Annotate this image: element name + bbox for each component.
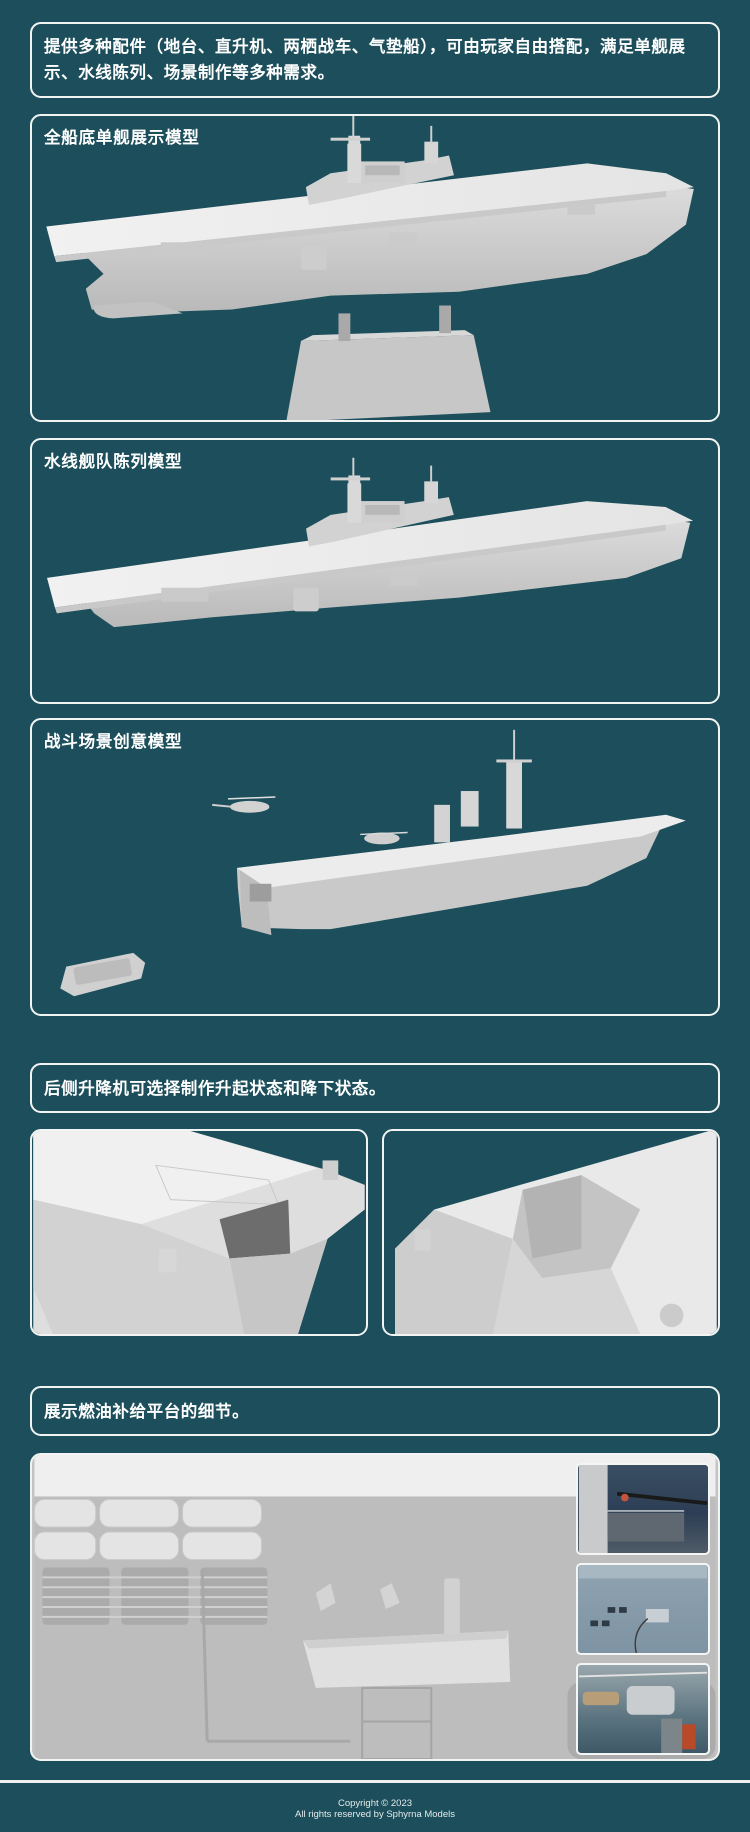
refuel-photo-3: [576, 1663, 710, 1755]
battle-scene-image: [60, 729, 686, 997]
intro-text: 提供多种配件（地台、直升机、两栖战车、气垫船），可由玩家自由搭配，满足单舰展示、…: [44, 37, 686, 82]
panel-battle-scene: 战斗场景创意模型: [30, 718, 720, 1016]
ship-waterline-image: [47, 457, 694, 628]
panel-title: 战斗场景创意模型: [44, 732, 183, 751]
refuel-caption: 展示燃油补给平台的细节。: [44, 1402, 250, 1421]
elevator-caption-box: 后侧升降机可选择制作升起状态和降下状态。: [30, 1063, 720, 1113]
panel-full-hull: 全船底单舰展示模型: [30, 114, 720, 422]
panel-title: 全船底单舰展示模型: [44, 128, 200, 147]
elevator-lowered-image: [382, 1129, 720, 1336]
footer-divider: [0, 1780, 750, 1783]
footer: Copyright © 2023 All rights reserved by …: [0, 1798, 750, 1820]
refuel-photo-1: [576, 1463, 710, 1555]
intro-box: 提供多种配件（地台、直升机、两栖战车、气垫船），可由玩家自由搭配，满足单舰展示、…: [30, 22, 720, 98]
copyright-line: Copyright © 2023: [337, 1798, 413, 1809]
ship-full-hull-image: [46, 116, 694, 420]
elevator-caption: 后侧升降机可选择制作升起状态和降下状态。: [44, 1079, 386, 1098]
hovercraft-icon: [60, 952, 146, 997]
panel-waterline: 水线舰队陈列模型: [30, 438, 720, 704]
rights-line: All rights reserved by Sphyrna Models: [295, 1809, 455, 1820]
refuel-caption-box: 展示燃油补给平台的细节。: [30, 1386, 720, 1436]
elevator-lowered-render: [385, 1131, 717, 1334]
elevator-raised-image: [30, 1129, 368, 1336]
elevator-raised-render: [33, 1131, 365, 1334]
refuel-photo-2: [576, 1563, 710, 1655]
panel-title: 水线舰队陈列模型: [44, 452, 183, 471]
helicopter-icon: [212, 796, 276, 813]
refuel-platform-image: [30, 1453, 720, 1761]
